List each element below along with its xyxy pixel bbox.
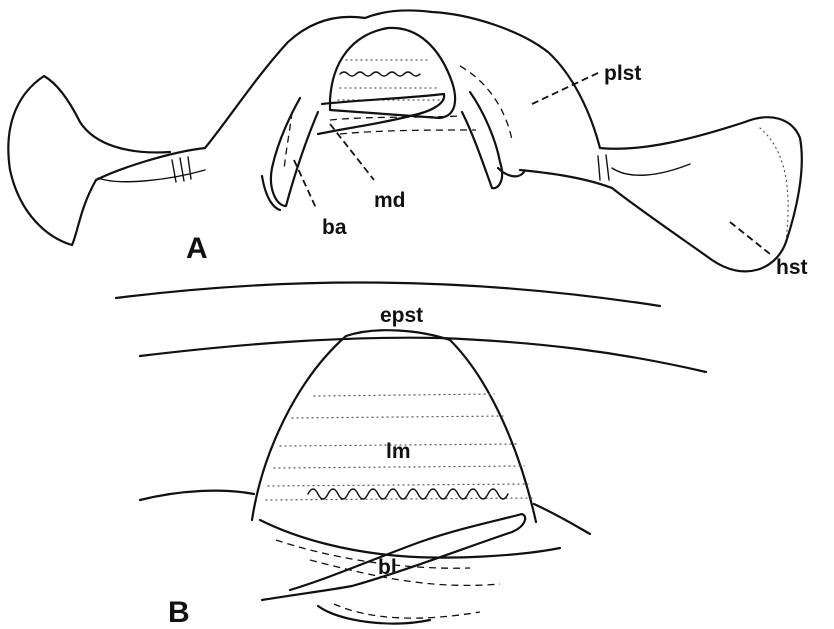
- basal-arm-left: [271, 98, 318, 206]
- right-side-b: [534, 504, 590, 534]
- lower-curve-b: [260, 520, 560, 558]
- left-side-b: [140, 491, 254, 500]
- right-arm-ridge: [612, 164, 690, 175]
- label-hst: hst: [776, 256, 808, 279]
- label-ba: ba: [322, 216, 347, 239]
- epistoma-line-upper: [116, 283, 660, 307]
- label-plst: plst: [604, 62, 641, 85]
- epistoma-line-lower: [140, 338, 706, 372]
- dashed-inner-right: [460, 66, 512, 140]
- leader-hst: [730, 222, 770, 254]
- labrum-outline-a: [330, 28, 455, 118]
- labrum-outline-b: [252, 330, 536, 522]
- label-lm: lm: [386, 440, 411, 463]
- panel-label-a: A: [186, 232, 208, 265]
- left-arm-outline: [8, 76, 205, 245]
- head-capsule-outline: [205, 10, 600, 148]
- basal-arm-right: [462, 92, 502, 188]
- label-md: md: [374, 189, 406, 212]
- right-arm-joint: [598, 155, 609, 180]
- label-epst: epst: [380, 304, 423, 327]
- left-arm-joint: [172, 157, 191, 182]
- labrum-teeth-b: [308, 489, 508, 499]
- leader-plst: [532, 72, 600, 104]
- panel-b-drawing: epst lm bl B: [116, 283, 706, 629]
- panel-label-b: B: [168, 596, 190, 629]
- labrum-stipple-a: [338, 60, 444, 100]
- right-arm-stipple: [760, 128, 788, 240]
- blade-dashed-b: [276, 540, 500, 618]
- label-bl: bl: [378, 556, 397, 579]
- labrum-teeth-a: [340, 72, 420, 76]
- right-arm-outline: [520, 117, 802, 271]
- panel-a-drawing: plst md ba hst A: [8, 10, 807, 279]
